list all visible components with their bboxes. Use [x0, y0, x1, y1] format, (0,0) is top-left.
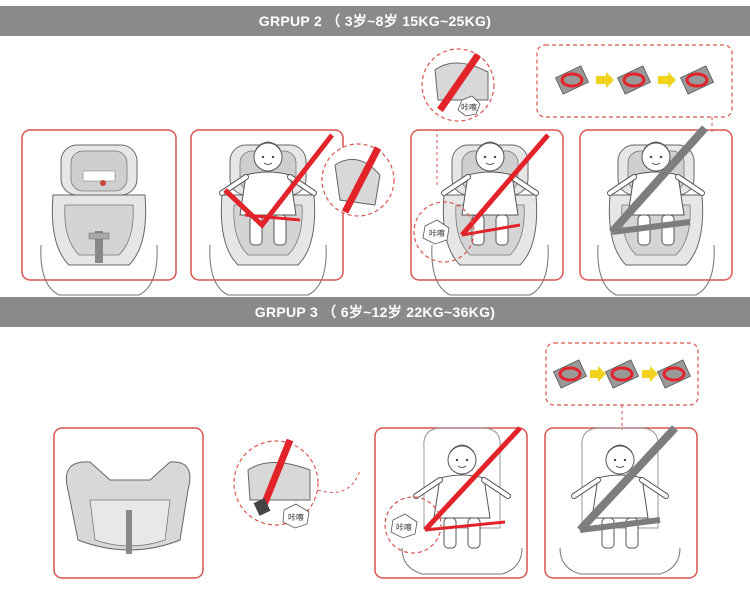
g2-click-label-top: 咔嚓 [461, 102, 477, 112]
g2-step4-belt [609, 125, 708, 235]
group3-header: GRPUP 3 （ 6岁~12岁 22KG~36KG) [0, 297, 750, 327]
g3-arrow-2 [642, 366, 658, 382]
g2-click-burst-top [457, 95, 481, 117]
group2-title: GRPUP 2 （ 3岁~8岁 15KG~25KG) [258, 13, 492, 29]
group2-header: GRPUP 2 （ 3岁~8岁 15KG~25KG) [0, 6, 750, 36]
g2-click-label-mid: 咔嚓 [429, 228, 445, 238]
g2-step1-seat [40, 144, 158, 296]
g2-click-burst-mid [422, 219, 450, 245]
g3-click-burst-right [390, 513, 418, 539]
group3-title: GRPUP 3 （ 6岁~12岁 22KG~36KG) [254, 304, 496, 320]
g3-step4-belt [577, 425, 678, 533]
g2-step3-zoom-mid [413, 201, 475, 263]
g3-zoom-mid [384, 496, 442, 554]
g3-arrow-1 [590, 366, 606, 382]
g3-booster [65, 461, 191, 554]
g3-click-burst-left [282, 503, 310, 529]
g2-arrow-1 [596, 72, 614, 88]
g3-click-label-right: 咔嚓 [396, 522, 412, 532]
g2-step2-belt [223, 133, 334, 229]
g2-arrow-2 [658, 72, 676, 88]
g3-click-label-left: 咔嚓 [288, 512, 304, 522]
